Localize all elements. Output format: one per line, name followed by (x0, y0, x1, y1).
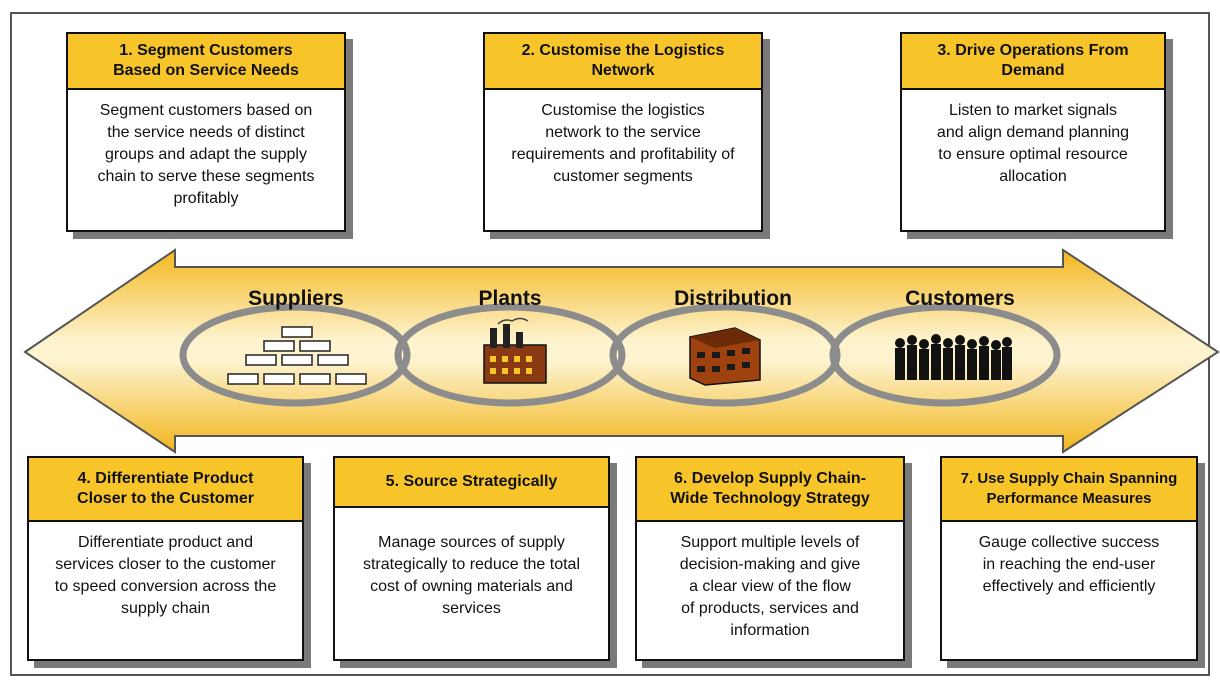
principle-title: 6. Develop Supply Chain- Wide Technology… (637, 458, 903, 522)
principle-text: Support multiple levels of decision-maki… (679, 534, 861, 639)
principle-card-4: 4. Differentiate Product Closer to the C… (27, 456, 304, 661)
warehouse-icon (689, 327, 761, 386)
principle-card-3: 3. Drive Operations From Demand Listen t… (900, 32, 1166, 232)
principle-card-5: 5. Source Strategically Manage sources o… (333, 456, 610, 661)
stage-label-plants: Plants (478, 287, 542, 310)
principle-title: 1. Segment Customers Based on Service Ne… (68, 34, 344, 90)
principle-text: Differentiate product and services close… (54, 534, 277, 617)
ring-plants (394, 303, 626, 407)
principle-card-2: 2. Customise the Logistics Network Custo… (483, 32, 763, 232)
principle-title: 4. Differentiate Product Closer to the C… (29, 458, 302, 522)
factory-icon (483, 317, 547, 384)
principle-text: Gauge collective success in reaching the… (978, 534, 1160, 595)
principle-text: Segment customers based on the service n… (97, 102, 315, 207)
principle-text: Customise the logistics network to the s… (511, 102, 735, 185)
stage-label-customers: Customers (905, 287, 1015, 310)
principle-card-1: 1. Segment Customers Based on Service Ne… (66, 32, 346, 232)
principle-text: Manage sources of supply strategically t… (362, 534, 580, 617)
principle-text: Listen to market signals and align deman… (936, 102, 1130, 185)
stage-label-distribution: Distribution (674, 287, 792, 310)
principle-card-7: 7. Use Supply Chain Spanning Performance… (940, 456, 1198, 661)
diagram-frame (10, 12, 1210, 676)
principle-title: 3. Drive Operations From Demand (902, 34, 1164, 90)
ring-distribution (609, 303, 841, 407)
ring-suppliers (179, 303, 411, 407)
ring-customers (829, 303, 1061, 407)
principle-title: 7. Use Supply Chain Spanning Performance… (942, 458, 1196, 522)
principle-card-6: 6. Develop Supply Chain- Wide Technology… (635, 456, 905, 661)
principle-title: 5. Source Strategically (335, 458, 608, 508)
crowd-icon (895, 334, 1012, 380)
principle-title: 2. Customise the Logistics Network (485, 34, 761, 90)
crates-icon (227, 326, 367, 385)
stage-label-suppliers: Suppliers (248, 287, 344, 310)
